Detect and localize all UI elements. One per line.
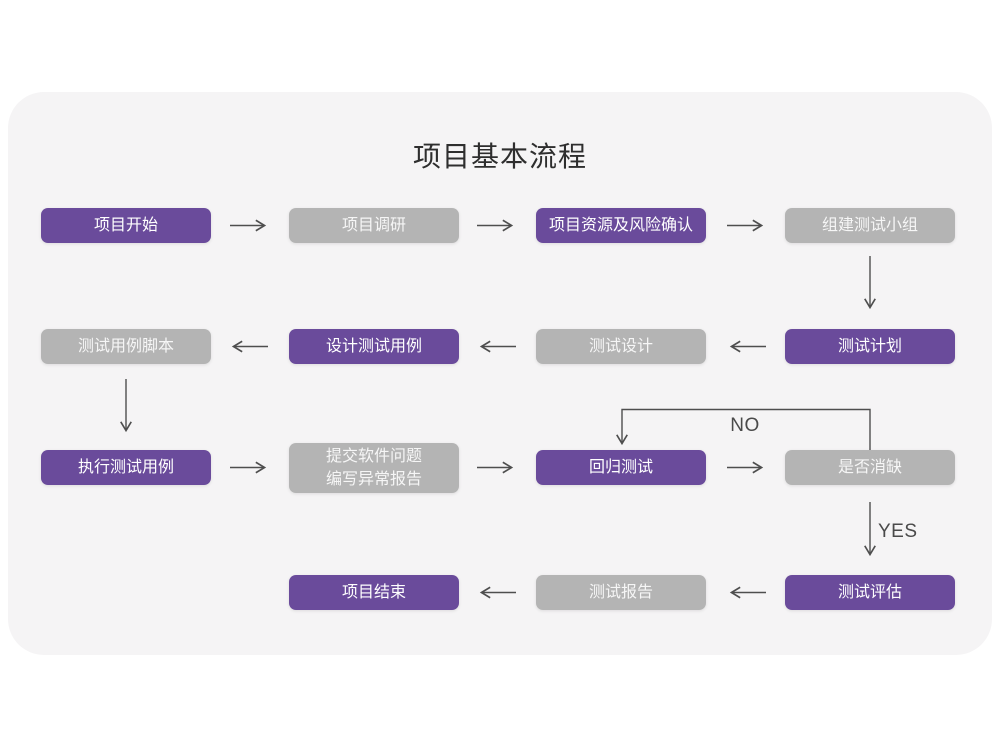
flow-node-execute-test-case: 执行测试用例 (41, 450, 211, 485)
flow-node-test-report: 测试报告 (536, 575, 706, 610)
edge-label-yes: YES (878, 521, 918, 542)
flow-node-project-start: 项目开始 (41, 208, 211, 243)
flow-node-submit-issue-report: 提交软件问题 编写异常报告 (289, 443, 459, 493)
flow-node-design-test-case: 设计测试用例 (289, 329, 459, 364)
flow-node-test-evaluation: 测试评估 (785, 575, 955, 610)
flow-node-test-plan: 测试计划 (785, 329, 955, 364)
flow-node-project-end: 项目结束 (289, 575, 459, 610)
flow-node-project-resources-risk: 项目资源及风险确认 (536, 208, 706, 243)
flow-node-build-test-team: 组建测试小组 (785, 208, 955, 243)
flow-node-test-design: 测试设计 (536, 329, 706, 364)
flow-node-project-research: 项目调研 (289, 208, 459, 243)
flow-node-test-case-script: 测试用例脚本 (41, 329, 211, 364)
edge-label-no: NO (730, 415, 760, 436)
page-title: 项目基本流程 (412, 141, 587, 172)
flow-node-regression-test: 回归测试 (536, 450, 706, 485)
flowchart-card (8, 92, 992, 655)
flow-node-defect-cleared: 是否消缺 (785, 450, 955, 485)
